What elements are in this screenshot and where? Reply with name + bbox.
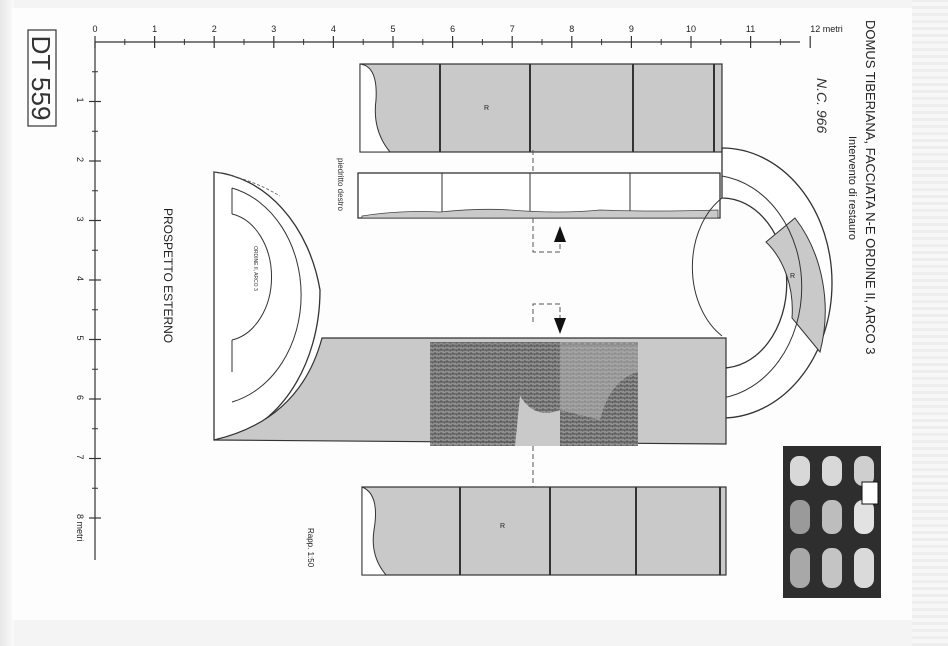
left-axis-tick-label: 8 metri: [75, 514, 85, 542]
drawing-title: DOMUS TIBERIANA, FACCIATA N-E ORDINE II,…: [863, 20, 878, 354]
top-axis-tick-label: 7: [510, 24, 515, 34]
restored-mark-upper: R: [484, 105, 489, 112]
scale-label: Rapp. 1:50: [306, 528, 315, 568]
top-axis-tick-label: 5: [390, 24, 395, 34]
right-arch-plan: R: [691, 147, 833, 419]
photo-thumbnail: [783, 446, 881, 598]
restored-mark-arch: R: [790, 273, 795, 280]
top-axis: 0 1 2 3 4 5 6 7 8 9 10 11 12 metri: [92, 24, 843, 48]
left-arch-profile: ORDINE II, ARCO 3: [213, 171, 321, 441]
facade-elevation: [213, 337, 727, 446]
archive-code-text: DT 559: [26, 36, 56, 121]
top-axis-tick-label: 11: [746, 24, 755, 34]
top-axis-tick-label: 9: [629, 24, 634, 34]
section-line: [532, 150, 566, 334]
intrados-band: piedritto destro: [336, 158, 721, 219]
scan-edge-left: [0, 0, 14, 646]
top-axis-tick-label: 12 metri: [810, 24, 843, 34]
left-axis-tick-label: 1: [75, 98, 85, 103]
top-axis-tick-label: 3: [271, 24, 276, 34]
lower-pier-block: R: [361, 446, 727, 576]
intrados-label: piedritto destro: [336, 158, 345, 211]
left-axis-tick-label: 6: [75, 395, 85, 400]
top-axis-tick-label: 6: [450, 24, 455, 34]
arch-label: ORDINE II, ARCO 3: [252, 246, 258, 291]
top-axis-ticks: 0 1 2 3 4 5 6 7 8 9 10 11 12 metri: [92, 24, 843, 48]
left-axis-tick-label: 7: [75, 455, 85, 460]
restored-mark-lower: R: [500, 523, 505, 530]
left-axis-tick-label: 2: [75, 157, 85, 162]
top-axis-tick-label: 1: [152, 24, 157, 34]
top-axis-tick-label: 10: [686, 24, 696, 34]
inventory-mark: N.C. 966: [814, 78, 830, 133]
left-axis-tick-label: 3: [75, 217, 85, 222]
elevation-label: PROSPETTO ESTERNO: [161, 208, 175, 343]
top-axis-tick-label: 8: [569, 24, 574, 34]
scan-edge-right: [912, 0, 948, 646]
top-axis-tick-label: 0: [92, 24, 97, 34]
drawing-subtitle: Intervento di restauro: [846, 136, 858, 240]
left-axis-tick-label: 4: [75, 276, 85, 281]
archive-code: DT 559: [26, 29, 57, 127]
left-axis-ticks: 1 2 3 4 5 6 7 8 metri: [75, 71, 101, 542]
upper-pier-block: R: [359, 63, 723, 153]
left-axis-tick-label: 5: [75, 336, 85, 341]
left-axis: 1 2 3 4 5 6 7 8 metri: [75, 42, 101, 560]
title-block: DOMUS TIBERIANA, FACCIATA N-E ORDINE II,…: [814, 20, 878, 354]
top-axis-tick-label: 2: [212, 24, 217, 34]
top-axis-tick-label: 4: [331, 24, 336, 34]
